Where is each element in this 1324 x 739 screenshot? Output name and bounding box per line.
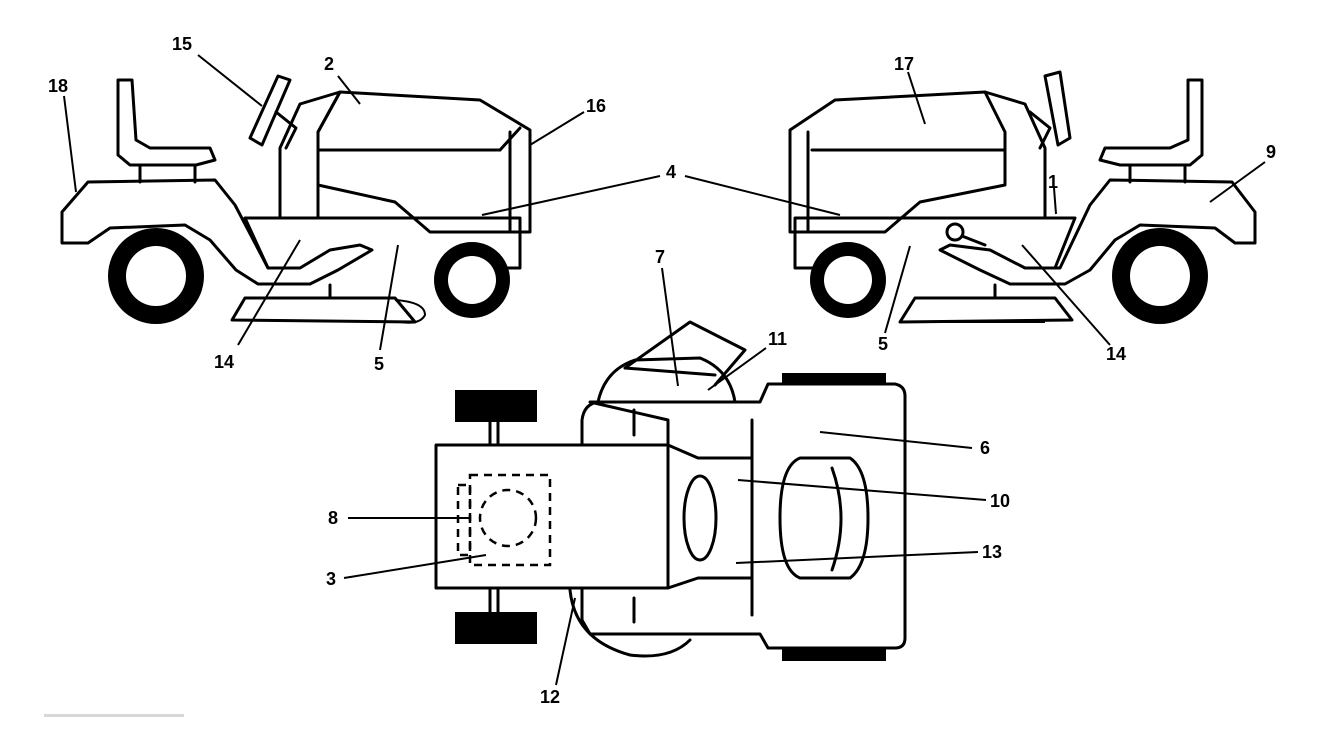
leader-11 — [707, 347, 767, 391]
rear-fender — [938, 178, 1257, 286]
seat — [116, 78, 217, 167]
callout-1: 1 — [1048, 172, 1058, 192]
rear-fender — [60, 178, 374, 286]
leader-1 — [1053, 187, 1057, 215]
callout-5-right: 5 — [878, 334, 888, 354]
rear-right-tire — [782, 648, 886, 661]
dash-top — [666, 443, 754, 590]
rear-wheel-rim — [1130, 246, 1190, 306]
seat — [1098, 78, 1204, 167]
callout-16: 16 — [586, 96, 606, 116]
leader-6 — [819, 431, 973, 449]
leader-14b — [1021, 244, 1111, 346]
discharge-chute — [623, 320, 747, 387]
callout-11: 11 — [768, 329, 787, 349]
leader-5a — [379, 244, 399, 351]
steering-column — [274, 110, 298, 150]
lift-lever — [960, 234, 987, 247]
leader-3 — [343, 554, 487, 579]
leader-9 — [1209, 161, 1266, 203]
rear-left-tire — [782, 373, 886, 385]
deck-discharge — [394, 299, 427, 324]
callout-14-right: 14 — [1106, 344, 1126, 364]
hood — [788, 90, 1007, 234]
callout-2: 2 — [324, 54, 334, 74]
tractor-body-top — [580, 382, 907, 650]
leader-5b — [884, 245, 911, 334]
tractor-top-view — [434, 320, 907, 661]
mower-deck — [898, 296, 1074, 324]
mower-deck — [230, 296, 417, 324]
callout-4: 4 — [666, 162, 676, 182]
leader-4b — [684, 175, 841, 216]
steering-wheel — [248, 74, 292, 147]
hood-top — [434, 443, 670, 590]
leader-18 — [63, 95, 77, 193]
frame-rail-top — [580, 400, 600, 447]
lift-lever-knob — [945, 222, 965, 242]
dash-tower — [983, 90, 1047, 220]
mower-deck-top — [568, 588, 692, 658]
callout-14-left: 14 — [214, 352, 234, 372]
leader-7 — [661, 267, 679, 387]
callout-15: 15 — [172, 34, 192, 54]
callout-17: 17 — [894, 54, 914, 74]
leader-13 — [735, 551, 979, 564]
callout-3: 3 — [326, 569, 336, 589]
steering-column — [1028, 110, 1052, 150]
hood — [316, 90, 532, 234]
callout-9: 9 — [1266, 142, 1276, 162]
front-wheel-rim — [824, 256, 872, 304]
leader-2 — [337, 75, 361, 105]
engine-outline — [468, 473, 552, 567]
tractor-left-side-view — [60, 74, 532, 324]
steering-wheel — [1043, 70, 1072, 147]
mower-deck-top — [596, 356, 737, 404]
steering-wheel-top — [682, 474, 718, 562]
leader-16 — [529, 111, 585, 146]
callout-7: 7 — [655, 247, 665, 267]
dash-tower — [278, 90, 342, 220]
callout-leaders — [63, 54, 1266, 686]
seat-back-top — [830, 466, 843, 572]
leader-14a — [237, 239, 301, 346]
callout-13: 13 — [982, 542, 1002, 562]
leader-17 — [907, 71, 926, 125]
tractor-right-side-view — [788, 70, 1257, 324]
air-filter-outline — [478, 488, 538, 548]
rear-wheel-rim — [126, 246, 186, 306]
callout-10: 10 — [990, 491, 1010, 511]
callout-8: 8 — [328, 508, 338, 528]
leader-10 — [737, 479, 987, 501]
callout-6: 6 — [980, 438, 990, 458]
cropped-text-remnant — [44, 714, 184, 717]
chute-line — [623, 366, 717, 377]
leader-15 — [197, 54, 263, 107]
callout-12: 12 — [540, 687, 560, 707]
leader-4a — [481, 175, 661, 216]
battery-outline — [456, 483, 472, 557]
front-wheel-rim — [448, 256, 496, 304]
leader-12 — [555, 597, 576, 686]
front-right-tire — [455, 612, 537, 644]
seat-top — [778, 456, 870, 580]
callout-5-left: 5 — [374, 354, 384, 374]
callout-18: 18 — [48, 76, 68, 96]
callout-labels: 18 15 2 16 4 14 5 17 9 1 14 5 7 11 6 10 … — [48, 34, 1276, 707]
front-left-tire — [455, 390, 537, 422]
